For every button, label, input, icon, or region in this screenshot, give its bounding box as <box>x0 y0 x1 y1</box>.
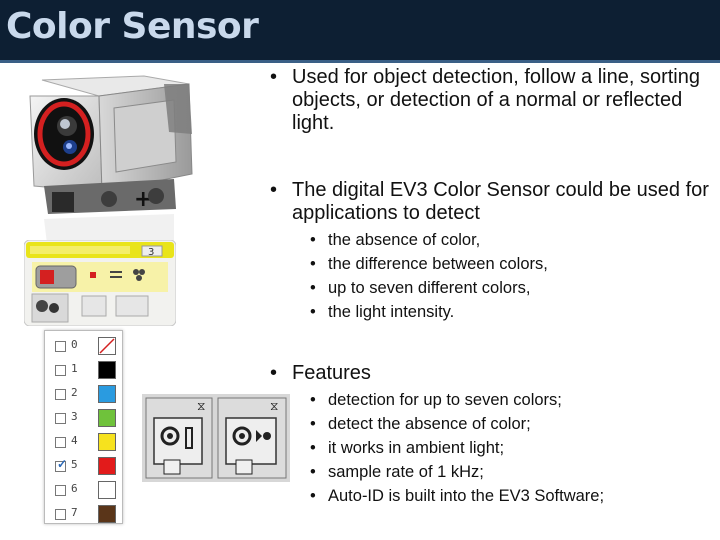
color-sensor-block-image: 3 <box>24 240 176 326</box>
color-number: 7 <box>71 506 78 519</box>
slide-title: Color Sensor <box>6 6 259 47</box>
light-mode-icons: ⧖ ⧖ <box>142 394 290 482</box>
color-number: 1 <box>71 362 78 375</box>
bullet-text: Features <box>292 362 371 384</box>
sub-bullet-text: detect the absence of color; <box>328 415 531 433</box>
bullet-object-detection: • Used for object detection, follow a li… <box>270 66 710 135</box>
sub-bullet: •sample rate of 1 kHz; <box>310 460 484 485</box>
color-number: 2 <box>71 386 78 399</box>
color-list-item[interactable]: ✓ 5 <box>45 454 122 478</box>
color-list: 0 1 2 3 4 ✓ 5 6 7 <box>44 330 123 524</box>
checkbox[interactable] <box>55 437 66 448</box>
sub-bullet-text: it works in ambient light; <box>328 439 505 457</box>
sub-bullet: •the light intensity. <box>310 300 454 325</box>
color-list-item[interactable]: 7 <box>45 502 122 526</box>
color-number: 0 <box>71 338 78 351</box>
checkbox[interactable] <box>55 389 66 400</box>
svg-text:⧖: ⧖ <box>197 399 205 413</box>
color-sensor-image: + <box>29 75 193 252</box>
sub-bullet-text: sample rate of 1 kHz; <box>328 463 484 481</box>
sub-bullet: •detection for up to seven colors; <box>310 388 562 413</box>
port-number: 3 <box>148 247 154 258</box>
sub-bullet: •the difference between colors, <box>310 252 548 277</box>
checkbox[interactable] <box>55 413 66 424</box>
color-number: 5 <box>71 458 78 471</box>
bullet-text: Used for object detection, follow a line… <box>292 66 700 134</box>
color-list-item[interactable]: 2 <box>45 382 122 406</box>
green-swatch <box>98 409 116 427</box>
title-bar: Color Sensor <box>0 0 720 63</box>
ambient-light-icon: ⧖ <box>217 397 287 479</box>
checkbox-checked[interactable]: ✓ <box>55 457 67 472</box>
no-color-swatch <box>98 337 116 355</box>
color-list-item[interactable]: 1 <box>45 358 122 382</box>
checkbox[interactable] <box>55 365 66 376</box>
sub-bullet: •the absence of color, <box>310 228 480 253</box>
checkbox[interactable] <box>55 341 66 352</box>
bullet-features: • Features <box>270 362 371 384</box>
svg-text:+: + <box>134 187 152 212</box>
bullet-text: The digital EV3 Color Sensor could be us… <box>292 179 709 224</box>
title-accent-line <box>0 60 720 63</box>
sub-bullet-text: detection for up to seven colors; <box>328 391 562 409</box>
checkbox[interactable] <box>55 509 66 520</box>
sub-bullet-text: the light intensity. <box>328 303 455 321</box>
svg-text:⧖: ⧖ <box>270 399 278 413</box>
white-swatch <box>98 481 116 499</box>
color-number: 4 <box>71 434 78 447</box>
reflected-light-icon: ⧖ <box>145 397 213 479</box>
bullet-applications: • The digital EV3 Color Sensor could be … <box>270 179 709 224</box>
sub-bullet-text: Auto-ID is built into the EV3 Software; <box>328 487 605 505</box>
color-list-item[interactable]: 0 <box>45 334 122 358</box>
sub-bullet-text: up to seven different colors, <box>328 279 531 297</box>
color-number: 6 <box>71 482 78 495</box>
color-list-item[interactable]: 6 <box>45 478 122 502</box>
red-swatch <box>98 457 116 475</box>
checkbox[interactable] <box>55 485 66 496</box>
color-number: 3 <box>71 410 78 423</box>
color-list-item[interactable]: 4 <box>45 430 122 454</box>
sub-bullet-text: the absence of color, <box>328 231 481 249</box>
black-swatch <box>98 361 116 379</box>
sub-bullet-text: the difference between colors, <box>328 255 548 273</box>
sub-bullet: •it works in ambient light; <box>310 436 504 461</box>
checkmark-icon: ✓ <box>57 457 68 471</box>
sub-bullet: •detect the absence of color; <box>310 412 531 437</box>
color-list-item[interactable]: 3 <box>45 406 122 430</box>
brown-swatch <box>98 505 116 523</box>
sub-bullet: •Auto-ID is built into the EV3 Software; <box>310 484 604 509</box>
yellow-swatch <box>98 433 116 451</box>
blue-swatch <box>98 385 116 403</box>
sub-bullet: •up to seven different colors, <box>310 276 530 301</box>
